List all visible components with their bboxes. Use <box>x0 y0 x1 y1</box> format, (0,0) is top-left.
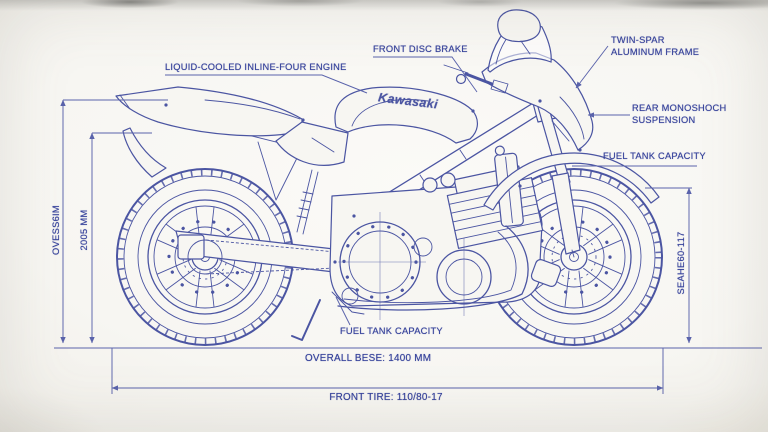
callout-engine-label: LIQUID-COOLED INLINE-FOUR ENGINE <box>165 62 347 72</box>
callout-frame-line1: TWIN-SPAR <box>611 35 665 45</box>
dimension-front-tire-label: FRONT TIRE: 110/80-17 <box>329 392 443 403</box>
front-fairing <box>481 52 594 151</box>
handlebar-controls <box>443 64 509 94</box>
dimension-lines <box>54 99 762 394</box>
dimension-overall-height-label: OVESS6IM <box>51 205 61 255</box>
callout-rear-suspension-label: REAR MONOSHOCH SUSPENSION <box>632 103 726 126</box>
callout-front-brake-label: FRONT DISC BRAKE <box>373 44 468 54</box>
callout-fuel-tank-bottom-label: FUEL TANK CAPACITY <box>340 326 443 336</box>
callout-rear-suspension-line2: SUSPENSION <box>632 114 696 125</box>
callout-rear-suspension-line1: REAR MONOSHOCH <box>632 103 727 113</box>
front-brake-caliper <box>530 259 562 287</box>
callout-leader-lines <box>165 45 697 326</box>
callout-frame-line2: ALUMINUM FRAME <box>611 46 700 57</box>
callout-fuel-tank-right-label: FUEL TANK CAPACITY <box>603 151 706 161</box>
bolt-details <box>164 99 582 264</box>
rear-shock <box>296 169 319 235</box>
dimension-overall-base-label: OVERALL BESE: 1400 MM <box>305 353 432 364</box>
exhaust-pipe <box>337 225 529 311</box>
seat-tail-unit <box>115 86 349 178</box>
front-fender <box>483 152 660 211</box>
dimension-seat-height-label: SEAHE60-117 <box>676 231 686 295</box>
side-stand <box>291 291 365 341</box>
swingarm <box>175 230 337 275</box>
callout-frame-label: TWIN-SPAR ALUMINUM FRAME <box>611 35 699 58</box>
dimension-height-inner-label: 2005 MM <box>79 209 89 251</box>
